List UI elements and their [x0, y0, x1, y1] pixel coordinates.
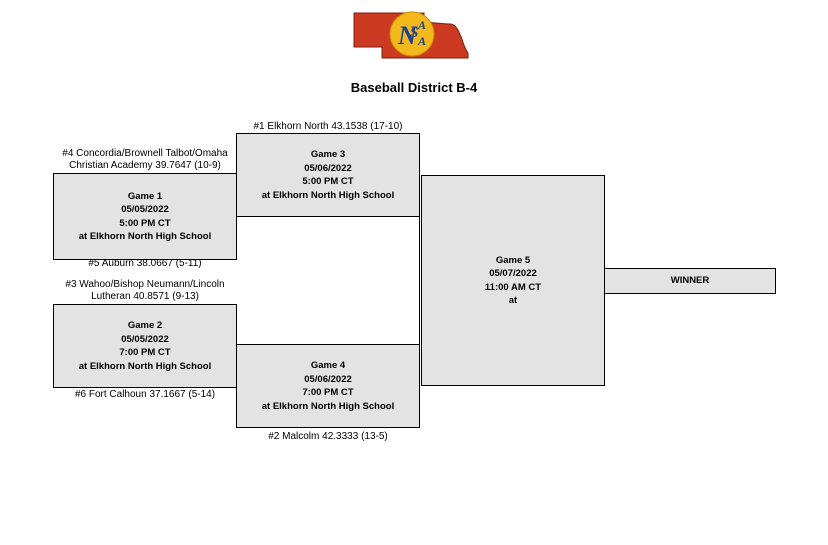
svg-text:N: N	[397, 21, 418, 50]
game-2-site: at Elkhorn North High School	[78, 360, 212, 372]
game-3-box: Game 3 05/06/2022 5:00 PM CT at Elkhorn …	[236, 133, 420, 217]
game-5-name: Game 5	[495, 254, 531, 266]
game-4-site: at Elkhorn North High School	[261, 400, 395, 412]
game-5-time: 11:00 AM CT	[484, 281, 542, 293]
game-3-site: at Elkhorn North High School	[261, 189, 395, 201]
game-2-box: Game 2 05/05/2022 7:00 PM CT at Elkhorn …	[53, 304, 237, 388]
game-1-time: 5:00 PM CT	[119, 217, 171, 229]
bracket-connector-semis	[419, 217, 420, 344]
team-label-seed-3: #3 Wahoo/Bishop Neumann/Lincoln Lutheran…	[65, 279, 225, 302]
team-label-seed-1: #1 Elkhorn North 43.1538 (17-10)	[253, 121, 403, 132]
game-3-date: 05/06/2022	[304, 162, 352, 174]
page-title: Baseball District B-4	[350, 80, 478, 95]
game-4-name: Game 4	[310, 360, 346, 371]
game-3-name: Game 3	[310, 149, 346, 160]
svg-text:A: A	[417, 34, 426, 48]
svg-text:S: S	[410, 25, 418, 41]
game-3-time: 5:00 PM CT	[302, 176, 354, 187]
game-1-name: Game 1	[127, 190, 163, 202]
game-5-box: Game 5 05/07/2022 11:00 AM CT at	[421, 175, 605, 386]
game-5-date: 05/07/2022	[489, 268, 537, 279]
game-4-box: Game 4 05/06/2022 7:00 PM CT at Elkhorn …	[236, 344, 420, 428]
game-1-site: at Elkhorn North High School	[78, 231, 212, 242]
game-4-time: 7:00 PM CT	[302, 387, 354, 398]
nsaa-logo: N S A A	[353, 11, 469, 59]
team-label-seed-4: #4 Concordia/Brownell Talbot/Omaha Chris…	[62, 148, 228, 171]
game-2-time: 7:00 PM CT	[119, 347, 171, 358]
game-5-site: at	[508, 295, 518, 306]
game-2-date: 05/05/2022	[121, 333, 169, 345]
winner-box: WINNER	[604, 268, 776, 294]
game-4-date: 05/06/2022	[304, 373, 352, 385]
svg-text:A: A	[417, 18, 426, 32]
team-label-seed-2: #2 Malcolm 42.3333 (13-5)	[268, 431, 388, 442]
game-1-box: Game 1 05/05/2022 5:00 PM CT at Elkhorn …	[53, 173, 237, 260]
team-label-seed-5: #5 Auburn 38.0667 (5-11)	[88, 258, 202, 269]
game-1-date: 05/05/2022	[121, 204, 169, 215]
team-label-seed-6: #6 Fort Calhoun 37.1667 (5-14)	[74, 389, 216, 400]
winner-label: WINNER	[670, 275, 710, 287]
game-2-name: Game 2	[127, 320, 163, 331]
